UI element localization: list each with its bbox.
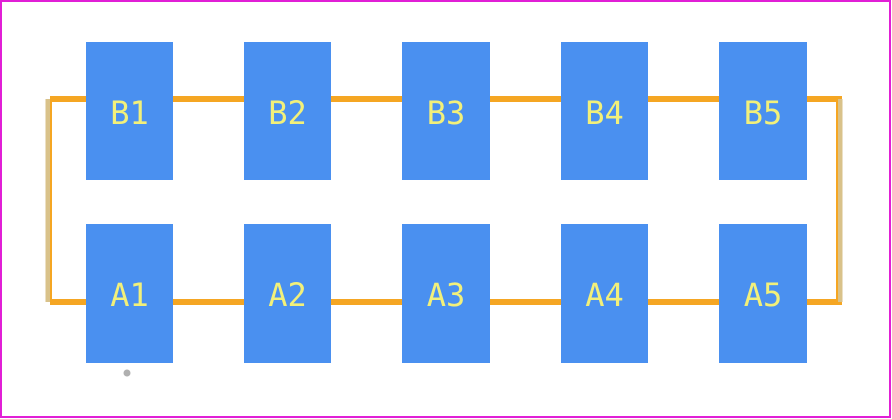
pad-a1-label: A1	[110, 276, 149, 314]
pad-a5: A5	[719, 224, 807, 363]
pad-b5-label: B5	[744, 94, 783, 132]
pad-a5-copper	[719, 224, 807, 363]
pad-b5: B5	[719, 42, 807, 180]
pad-b3-copper	[402, 42, 490, 180]
pad-a5-label: A5	[744, 276, 783, 314]
pad-row-top: B1 B2 B3 B4 B5	[86, 42, 807, 180]
pad-b4: B4	[561, 42, 648, 180]
pad-a3-copper	[402, 224, 490, 363]
pad-a3: A3	[402, 224, 490, 363]
pad-b2-copper	[244, 42, 331, 180]
pad-a3-label: A3	[427, 276, 466, 314]
pad-b4-copper	[561, 42, 648, 180]
pad-b2: B2	[244, 42, 331, 180]
pad-b1-label: B1	[110, 94, 149, 132]
pad-a4: A4	[561, 224, 648, 363]
pad-b1-copper	[86, 42, 173, 180]
pad-b1: B1	[86, 42, 173, 180]
pad-a2: A2	[244, 224, 331, 363]
pad-row-bottom: A1 A2 A3 A4 A5	[86, 224, 807, 363]
pad-a4-copper	[561, 224, 648, 363]
pad-a4-label: A4	[585, 276, 624, 314]
pad-a1: A1	[86, 224, 173, 363]
pad-a2-copper	[244, 224, 331, 363]
pad-b3-label: B3	[427, 94, 466, 132]
pad-b3: B3	[402, 42, 490, 180]
pad-b5-copper	[719, 42, 807, 180]
pad-a1-copper	[86, 224, 173, 363]
origin-dot-icon	[123, 369, 131, 377]
pad-b4-label: B4	[585, 94, 624, 132]
pad-a2-label: A2	[268, 276, 307, 314]
pad-b2-label: B2	[268, 94, 307, 132]
